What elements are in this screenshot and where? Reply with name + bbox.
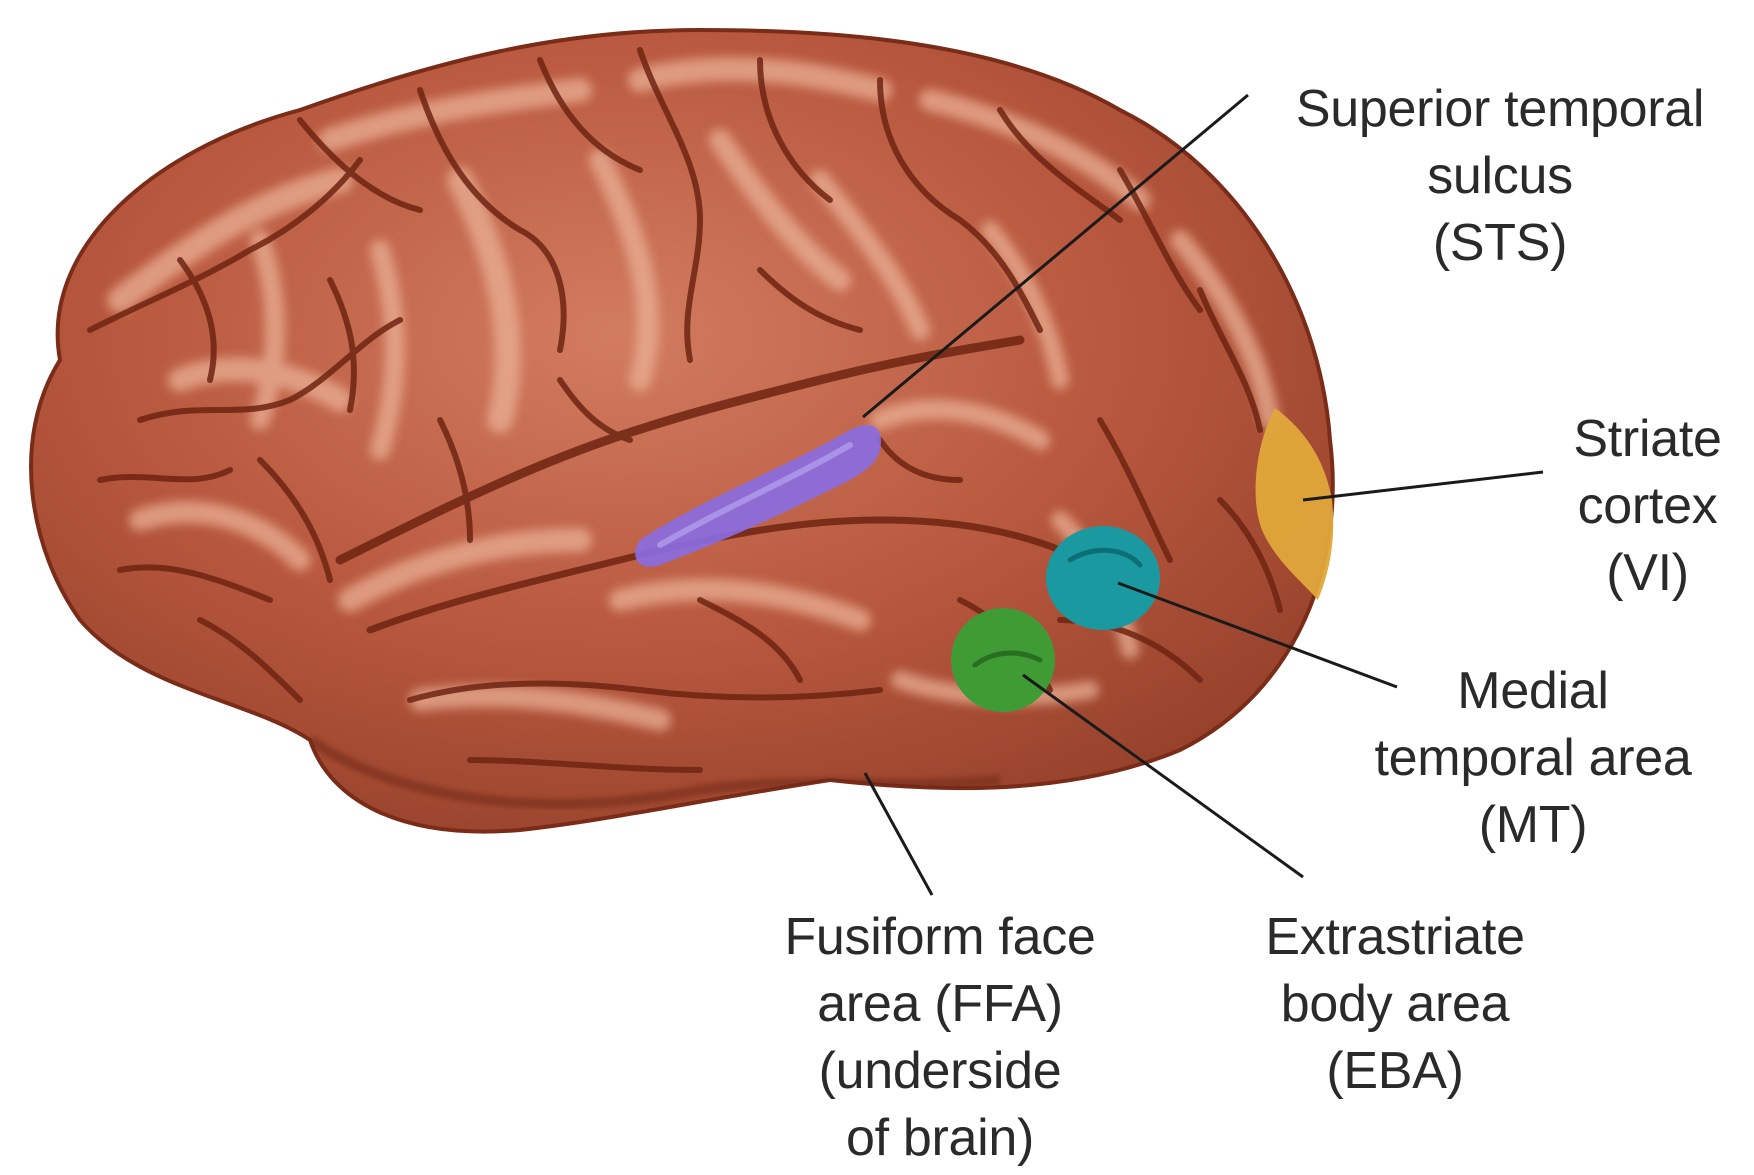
label-v1-line1: Striate: [1545, 406, 1750, 473]
label-ffa: Fusiform face area (FFA) (underside of b…: [740, 904, 1140, 1172]
label-eba: Extrastriate body area (EBA): [1215, 904, 1575, 1105]
label-mt-line1: Medial: [1318, 658, 1748, 725]
label-v1-line2: cortex: [1545, 473, 1750, 540]
label-mt-line2: temporal area: [1318, 725, 1748, 792]
label-ffa-line2: area (FFA): [740, 971, 1140, 1038]
leader-line-ffa: [865, 773, 932, 895]
label-sts-line1: Superior temporal: [1250, 76, 1750, 143]
leader-line-v1: [1303, 472, 1543, 500]
label-ffa-line1: Fusiform face: [740, 904, 1140, 971]
label-eba-line3: (EBA): [1215, 1038, 1575, 1105]
label-ffa-line4: of brain): [740, 1105, 1140, 1172]
label-mt-line3: (MT): [1318, 792, 1748, 859]
label-sts-line2: sulcus: [1250, 143, 1750, 210]
label-v1-line3: (VI): [1545, 540, 1750, 607]
label-v1: Striate cortex (VI): [1545, 406, 1750, 607]
label-mt: Medial temporal area (MT): [1318, 658, 1748, 859]
label-sts: Superior temporal sulcus (STS): [1250, 76, 1750, 277]
label-sts-line3: (STS): [1250, 210, 1750, 277]
region-eba: [951, 608, 1055, 712]
region-mt: [1046, 526, 1160, 630]
label-eba-line2: body area: [1215, 971, 1575, 1038]
label-ffa-line3: (underside: [740, 1038, 1140, 1105]
label-eba-line1: Extrastriate: [1215, 904, 1575, 971]
